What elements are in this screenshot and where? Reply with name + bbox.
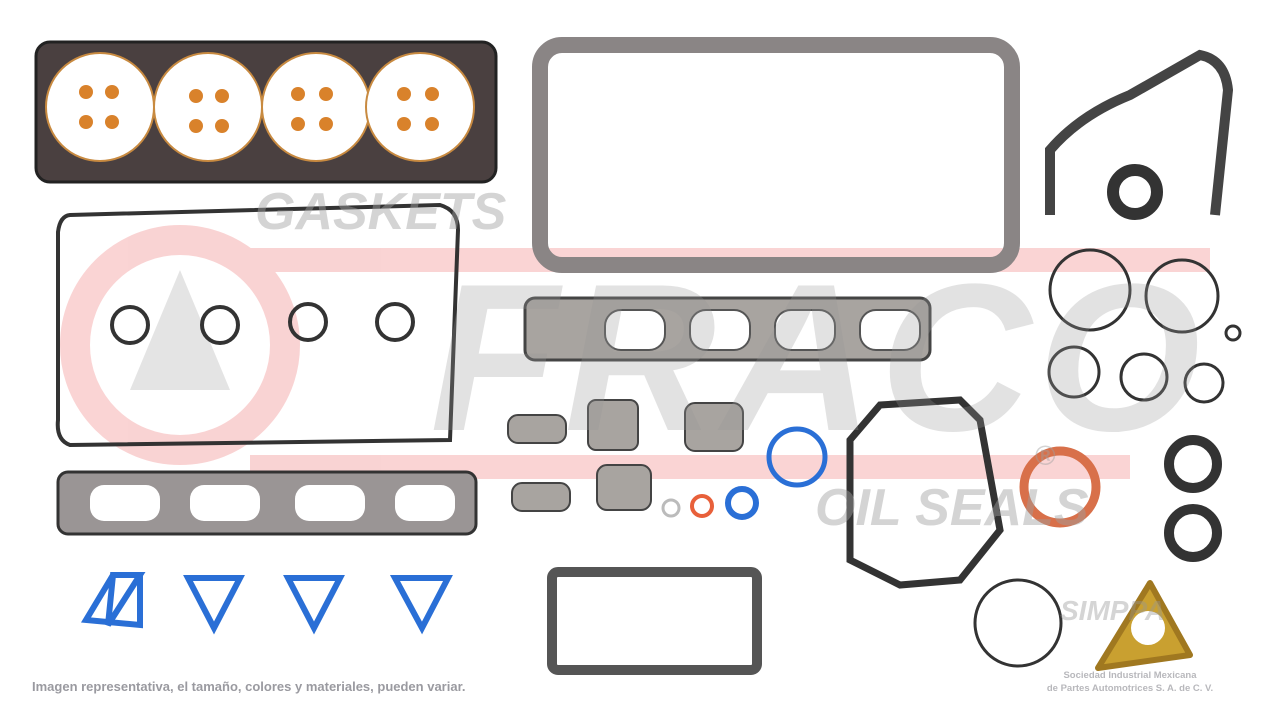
watermark-oil-seals: OIL SEALS [815, 479, 1089, 537]
intake-blue-seals [80, 572, 453, 635]
intake-manifold-gasket [56, 470, 478, 536]
company-line-1: Sociedad Industrial Mexicana [1063, 670, 1197, 681]
front-cover-gasket [1045, 49, 1234, 216]
rear-main-seal [1019, 446, 1101, 528]
small-ring [661, 498, 681, 518]
o-rings [973, 248, 1242, 668]
watermark-gaskets: GASKETS [255, 183, 507, 241]
valve-cover-gasket [55, 202, 461, 448]
head-gasket [34, 40, 498, 184]
registered-mark: ® [1035, 440, 1056, 471]
crank-seal [1107, 164, 1163, 220]
throttle-body-gasket [547, 567, 762, 675]
exhaust-manifold-gasket [523, 296, 932, 362]
company-name: Sociedad Industrial Mexicana de Partes A… [1040, 669, 1220, 695]
cam-seal [1164, 504, 1222, 562]
company-line-2: de Partes Automotrices S. A. de C. V. [1046, 683, 1214, 694]
simppa-logo: SIMPPA [1060, 595, 1166, 626]
disclaimer-text: Imagen representativa, el tamaño, colore… [32, 679, 466, 694]
orange-ring [690, 494, 714, 518]
spark-plug-seals [110, 302, 415, 345]
transmission-gasket [846, 396, 1004, 589]
cam-seal [1164, 435, 1222, 493]
watermark-brand: FRACO [430, 240, 1207, 475]
small-blue-ring [725, 486, 759, 520]
oil-pan-gasket [532, 37, 1020, 273]
blue-o-ring [766, 426, 828, 488]
small-gaskets [507, 399, 744, 512]
